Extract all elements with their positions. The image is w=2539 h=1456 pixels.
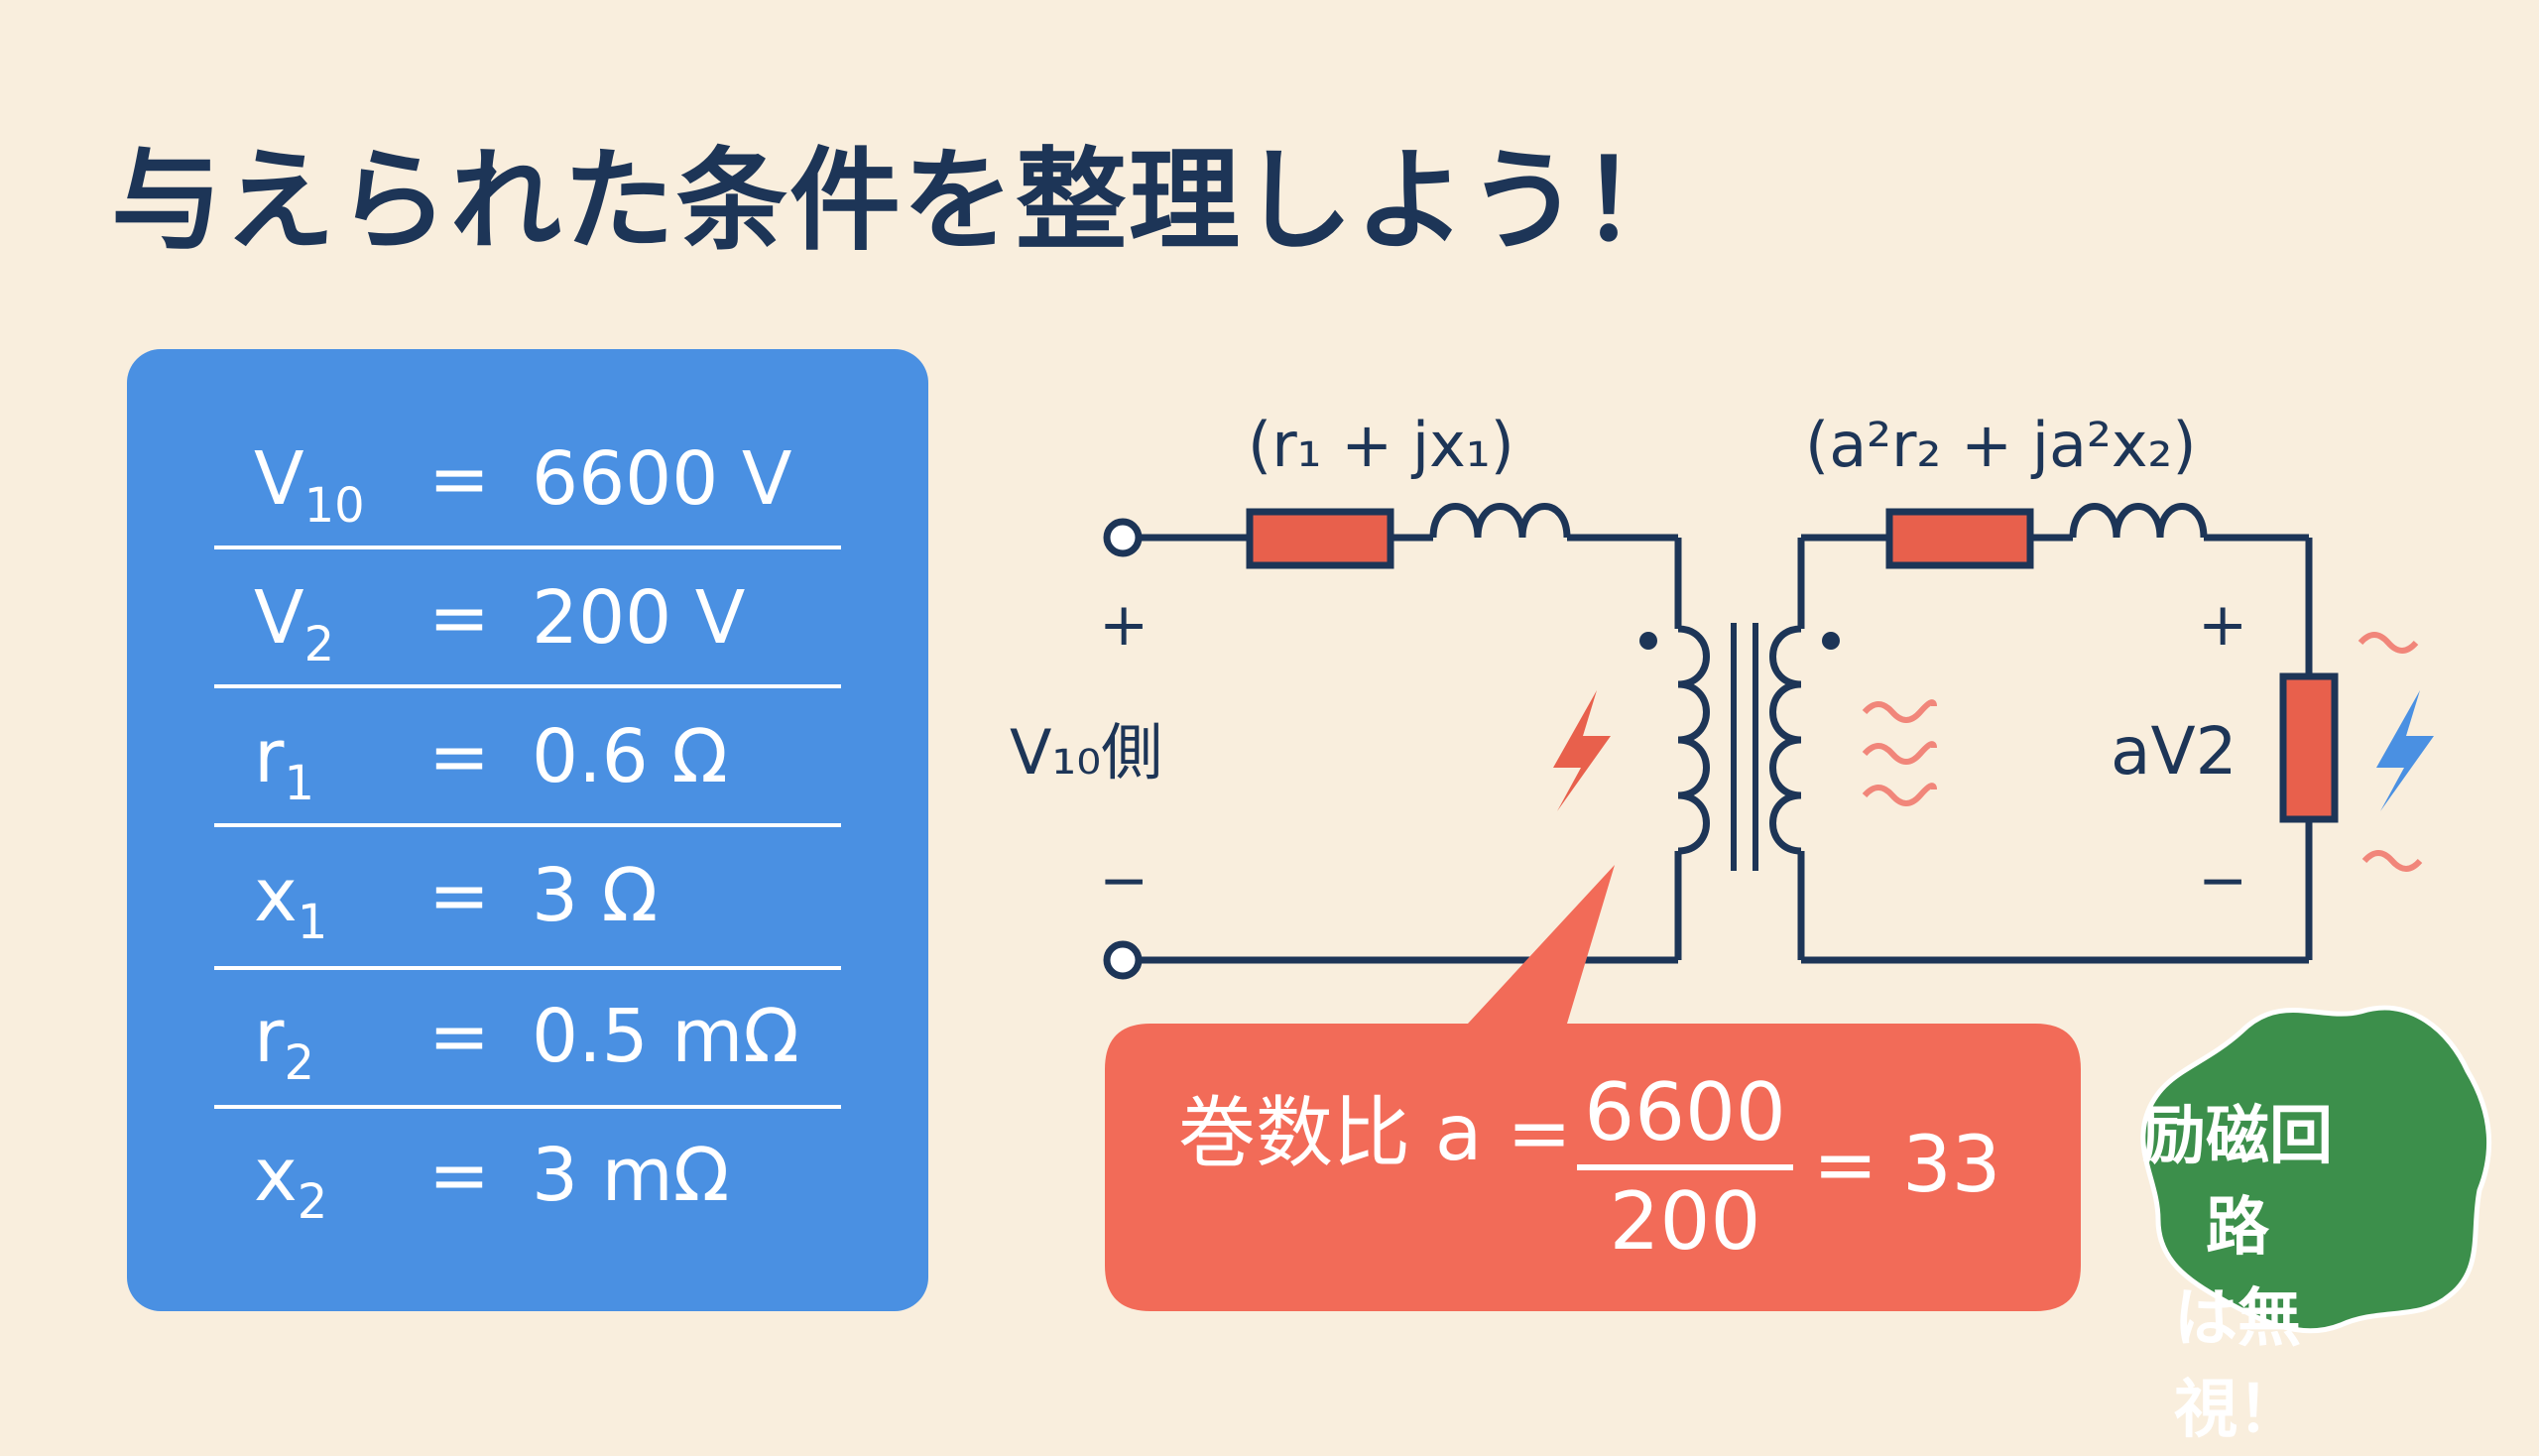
secondary-voltage-label: aV2 bbox=[2111, 713, 2237, 789]
turns-ratio-result: = 33 bbox=[1813, 1121, 2001, 1210]
param-value: 3 mΩ bbox=[532, 1133, 730, 1218]
param-symbol: V2 bbox=[254, 575, 335, 672]
secondary-impedance-label: (a²r₂ + ja²x₂) bbox=[1805, 409, 2197, 481]
param-equals: = bbox=[428, 853, 491, 938]
secondary-wires bbox=[1797, 534, 2313, 964]
param-symbol: r1 bbox=[254, 714, 314, 811]
primary-coil bbox=[1677, 625, 1710, 855]
param-symbol: r2 bbox=[254, 994, 314, 1091]
param-equals: = bbox=[428, 575, 491, 661]
secondary-polarity-dot bbox=[1822, 632, 1840, 650]
fraction-bar bbox=[1577, 1164, 1793, 1170]
fraction-numerator: 6600 bbox=[1584, 1066, 1786, 1158]
load-resistor bbox=[2279, 672, 2339, 823]
param-row-v2: V2 = 200 V bbox=[214, 547, 839, 686]
turns-ratio-bubble bbox=[1105, 865, 2081, 1311]
turns-ratio-fraction: 6600 200 bbox=[1577, 1073, 1793, 1262]
param-divider bbox=[214, 1105, 841, 1109]
primary-terminal-top bbox=[1103, 518, 1143, 557]
note-badge bbox=[2140, 1005, 2492, 1334]
param-divider bbox=[214, 966, 841, 970]
param-row-r2: r2 = 0.5 mΩ bbox=[214, 966, 839, 1105]
param-value: 0.5 mΩ bbox=[532, 994, 799, 1079]
param-value: 6600 V bbox=[532, 436, 792, 522]
param-symbol: x2 bbox=[254, 1133, 328, 1230]
fraction-denominator: 200 bbox=[1609, 1175, 1761, 1268]
param-divider bbox=[214, 546, 841, 549]
param-value: 0.6 Ω bbox=[532, 714, 728, 799]
param-symbol: V10 bbox=[254, 436, 365, 534]
secondary-inductor bbox=[2069, 503, 2208, 539]
secondary-plus-sign: + bbox=[2198, 590, 2247, 660]
turns-ratio-label: 巻数比 a = bbox=[1178, 1089, 1572, 1178]
param-value: 3 Ω bbox=[532, 853, 659, 938]
param-row-x2: x2 = 3 mΩ bbox=[214, 1105, 839, 1244]
note-line-1: 励磁回路 bbox=[2142, 1100, 2333, 1265]
primary-terminal-bottom bbox=[1103, 940, 1143, 980]
primary-polarity-dot bbox=[1639, 632, 1657, 650]
param-equals: = bbox=[428, 994, 491, 1079]
primary-plus-sign: + bbox=[1099, 590, 1149, 660]
param-row-v10: V10 = 6600 V bbox=[214, 409, 839, 547]
note-text: 励磁回路 は無視！ bbox=[2118, 1091, 2357, 1456]
param-symbol: x1 bbox=[254, 853, 328, 950]
given-conditions-card: V10 = 6600 V V2 = 200 V r1 = 0.6 Ω x1 = … bbox=[127, 349, 928, 1311]
flux-wave-icon bbox=[1862, 699, 1937, 806]
param-equals: = bbox=[428, 714, 491, 799]
note-line-2: は無視！ bbox=[2174, 1282, 2301, 1447]
param-equals: = bbox=[428, 436, 491, 522]
load-wave-bottom-icon bbox=[2361, 850, 2423, 872]
page-title: 与えられた条件を整理しよう！ bbox=[111, 137, 1694, 266]
param-divider bbox=[214, 823, 841, 827]
param-value: 200 V bbox=[532, 575, 746, 661]
primary-minus-sign: − bbox=[1099, 846, 1149, 915]
param-row-r1: r1 = 0.6 Ω bbox=[214, 686, 839, 825]
secondary-resistor bbox=[1885, 508, 2034, 569]
param-row-x1: x1 = 3 Ω bbox=[214, 825, 839, 964]
load-wave-top-icon bbox=[2358, 632, 2419, 654]
primary-voltage-label: V₁₀側 bbox=[1010, 716, 1162, 789]
transformer-circuit-diagram: (r₁ + jx₁) (a²r₂ + ja²x₂) + − + − V₁₀側 a… bbox=[1010, 409, 2492, 1334]
primary-lightning-icon bbox=[1553, 690, 1611, 811]
secondary-coil bbox=[1769, 625, 1802, 855]
secondary-minus-sign: − bbox=[2198, 846, 2247, 915]
load-lightning-icon bbox=[2376, 690, 2434, 811]
param-divider bbox=[214, 684, 841, 688]
primary-inductor bbox=[1429, 503, 1571, 539]
primary-resistor bbox=[1246, 508, 1394, 569]
param-equals: = bbox=[428, 1133, 491, 1218]
primary-impedance-label: (r₁ + jx₁) bbox=[1248, 409, 1514, 481]
